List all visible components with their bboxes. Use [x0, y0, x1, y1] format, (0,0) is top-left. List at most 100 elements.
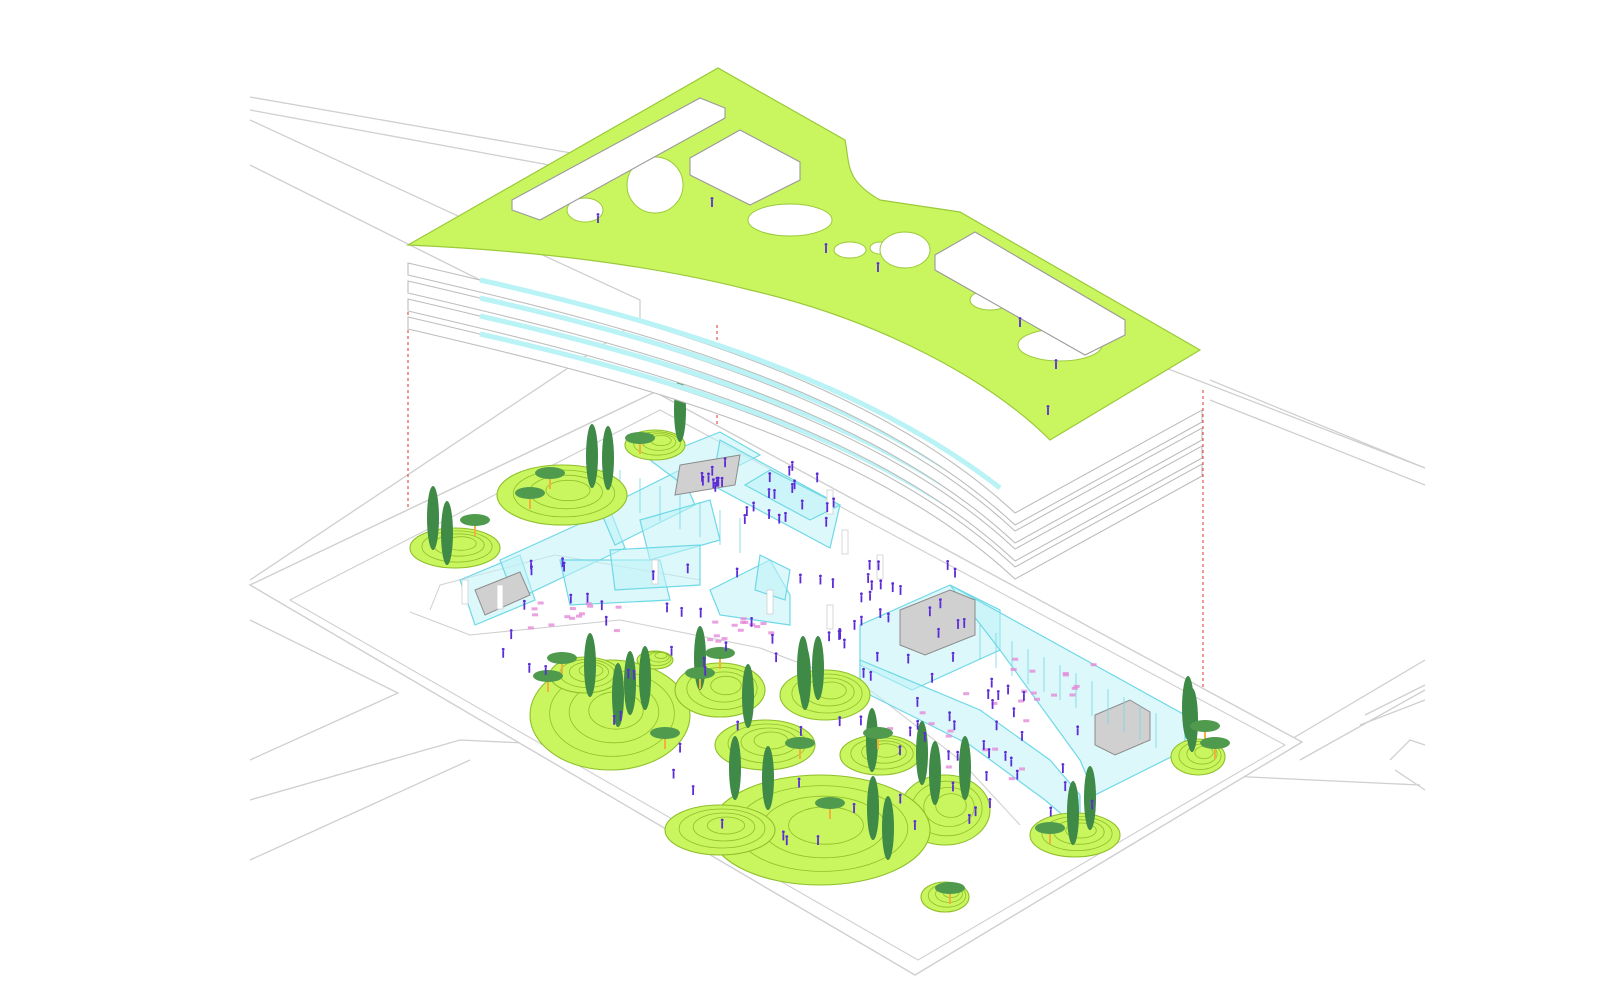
person — [686, 563, 690, 574]
person-head — [985, 770, 988, 774]
person-head — [838, 716, 842, 719]
person-head — [529, 559, 533, 563]
furniture-piece — [1008, 777, 1015, 781]
person-head — [790, 482, 794, 486]
person-head — [604, 615, 608, 619]
person-head — [1061, 763, 1065, 766]
cypress-tree — [799, 646, 811, 710]
road-line — [1209, 379, 1426, 469]
person-head — [948, 711, 951, 715]
contour-line — [861, 740, 907, 764]
person-head — [824, 243, 828, 246]
person — [1020, 730, 1024, 741]
person — [838, 627, 842, 638]
person — [773, 489, 776, 499]
cypress-foliage — [882, 796, 894, 860]
road-line — [1209, 399, 1426, 486]
pine-canopy — [705, 647, 735, 659]
person — [967, 813, 971, 824]
person-head — [527, 662, 531, 666]
person — [938, 598, 942, 609]
cypress-foliage — [1084, 766, 1096, 830]
furniture-piece — [1023, 719, 1030, 723]
person-head — [707, 472, 710, 476]
person-head — [1015, 769, 1019, 773]
person — [928, 606, 932, 617]
contour-line — [1065, 822, 1097, 839]
person — [988, 798, 992, 808]
person — [906, 653, 910, 664]
person-head — [619, 710, 623, 714]
person-head — [723, 457, 727, 461]
person-head — [745, 506, 749, 509]
road-line — [1394, 769, 1426, 791]
pine-canopy — [535, 467, 565, 479]
person-head — [522, 599, 526, 603]
person — [916, 696, 919, 707]
pine-canopy — [1035, 822, 1065, 834]
person-head — [774, 652, 778, 655]
person — [691, 785, 695, 795]
person — [569, 593, 573, 604]
person-head — [995, 720, 998, 724]
person — [713, 481, 717, 492]
person — [1063, 781, 1067, 792]
furniture-piece — [1029, 669, 1036, 673]
person — [736, 720, 740, 731]
person-head — [1009, 756, 1013, 760]
person-head — [937, 627, 940, 631]
person — [703, 665, 707, 676]
person — [843, 638, 846, 649]
person — [715, 476, 719, 487]
person — [724, 641, 728, 652]
person-head — [962, 618, 966, 621]
person-head — [875, 651, 879, 655]
umbrella-pine — [1035, 822, 1065, 844]
person-head — [866, 573, 870, 576]
furniture-piece — [564, 615, 571, 619]
cypress-foliage — [586, 424, 598, 488]
person-head — [1006, 684, 1010, 688]
pine-canopy — [935, 882, 965, 894]
person-head — [816, 835, 820, 838]
person — [604, 615, 608, 626]
person — [672, 768, 675, 779]
person — [951, 781, 955, 792]
person — [824, 243, 828, 253]
person — [819, 574, 822, 585]
person — [670, 645, 673, 656]
cypress-foliage — [866, 708, 878, 772]
cypress-tree — [867, 776, 879, 840]
courtyard-hole — [747, 203, 833, 237]
umbrella-pine — [935, 882, 965, 904]
person-head — [626, 668, 630, 672]
person-head — [1004, 750, 1007, 754]
person-head — [946, 559, 950, 563]
umbrella-pine — [650, 727, 680, 749]
cypress-foliage — [762, 746, 774, 810]
person-head — [712, 478, 715, 482]
person-head — [838, 627, 842, 631]
person — [860, 615, 863, 626]
person-head — [678, 742, 682, 746]
person — [785, 835, 789, 846]
cypress-tree — [1182, 676, 1194, 740]
person-head — [799, 725, 803, 729]
person — [632, 669, 636, 680]
cypress-tree — [602, 426, 614, 490]
person — [869, 670, 873, 681]
roof-pavilion — [934, 231, 1126, 356]
person-head — [790, 460, 794, 464]
furniture-piece — [1018, 699, 1025, 703]
column — [461, 579, 469, 605]
person-head — [899, 585, 902, 588]
cypress-tree — [1067, 781, 1079, 845]
person-head — [784, 511, 787, 515]
person — [923, 731, 927, 742]
ground-floor-pavilions — [459, 431, 1186, 832]
person-head — [710, 465, 714, 469]
cypress-tree — [866, 708, 878, 772]
furniture-piece — [982, 748, 989, 752]
person-head — [953, 567, 957, 571]
person-head — [1090, 799, 1094, 803]
